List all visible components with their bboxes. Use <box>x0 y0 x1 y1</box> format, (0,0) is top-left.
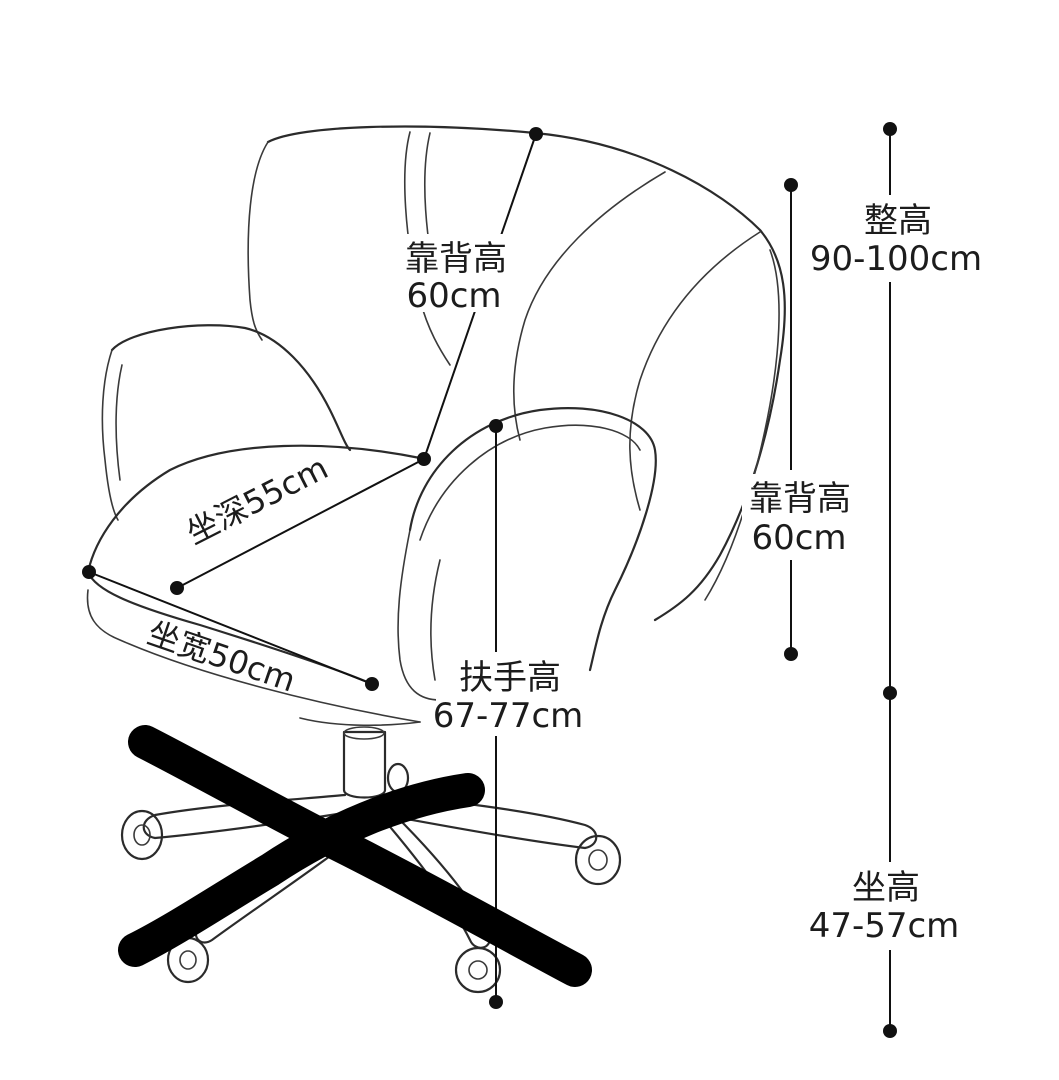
seat-width-dimension-line <box>88 571 373 685</box>
seat-depth-marker <box>170 581 184 595</box>
seat-depth-label: 坐深55cm <box>180 448 334 552</box>
backrest-right-rim <box>704 249 780 601</box>
overall-height-label-value: 90-100cm <box>810 239 982 279</box>
armrest-label-name: 扶手高 <box>459 658 561 698</box>
seat-depth-dimension-line <box>176 458 425 589</box>
gas-lift-cap <box>343 726 385 740</box>
seat-width-label: 坐宽50cm <box>143 614 301 700</box>
armrest-marker-bottom <box>489 995 503 1009</box>
right-armrest-front <box>397 529 441 701</box>
caster-left <box>120 809 164 861</box>
cross-stroke-2 <box>118 773 485 967</box>
armrest-marker-top <box>489 419 503 433</box>
backrest-seam-3 <box>513 171 666 441</box>
armrest-label-value: 67-77cm <box>433 696 584 736</box>
right-armrest-side <box>430 559 441 681</box>
overall-marker-top <box>883 122 897 136</box>
caster-right <box>574 834 622 886</box>
dimension-labels: 靠背高 60cm 整高 90-100cm 靠背高 60cm 坐深55cm 坐宽5… <box>143 198 985 946</box>
chair-drawing <box>86 125 786 994</box>
left-armrest-inner <box>115 364 123 481</box>
right-armrest-inner <box>419 424 641 541</box>
seat-underside <box>299 717 421 727</box>
backrest-outline <box>266 125 786 622</box>
gas-lift-column <box>342 730 387 799</box>
left-armrest-outline <box>110 324 352 452</box>
backrest-left-edge <box>247 141 269 341</box>
cross-out-mark <box>118 725 592 987</box>
seat-top-outline <box>86 444 422 574</box>
seat-height-marker-bottom <box>883 1024 897 1038</box>
seat-front-lower <box>86 589 421 723</box>
seat-width-marker-right <box>365 677 379 691</box>
backrest-side-marker-top <box>784 178 798 192</box>
right-armrest-outline <box>408 407 657 672</box>
left-armrest-front <box>101 349 119 521</box>
seat-height-label-name: 坐高 <box>852 868 920 908</box>
cross-stroke-1 <box>128 725 592 987</box>
caster-front-right <box>454 946 502 994</box>
backrest-side-label-name: 靠背高 <box>749 479 851 519</box>
backrest-top-label-name: 靠背高 <box>405 239 507 279</box>
dimension-lines <box>82 122 897 1038</box>
backrest-side-marker-bottom <box>784 647 798 661</box>
backrest-side-label-value: 60cm <box>751 518 846 558</box>
seat-height-label-value: 47-57cm <box>809 906 960 946</box>
backrest-top-label-value: 60cm <box>406 276 501 316</box>
overall-height-label-name: 整高 <box>864 201 932 241</box>
seat-width-marker-left <box>82 565 96 579</box>
backrest-seam-4 <box>629 231 761 511</box>
backrest-top-marker-upper <box>529 127 543 141</box>
